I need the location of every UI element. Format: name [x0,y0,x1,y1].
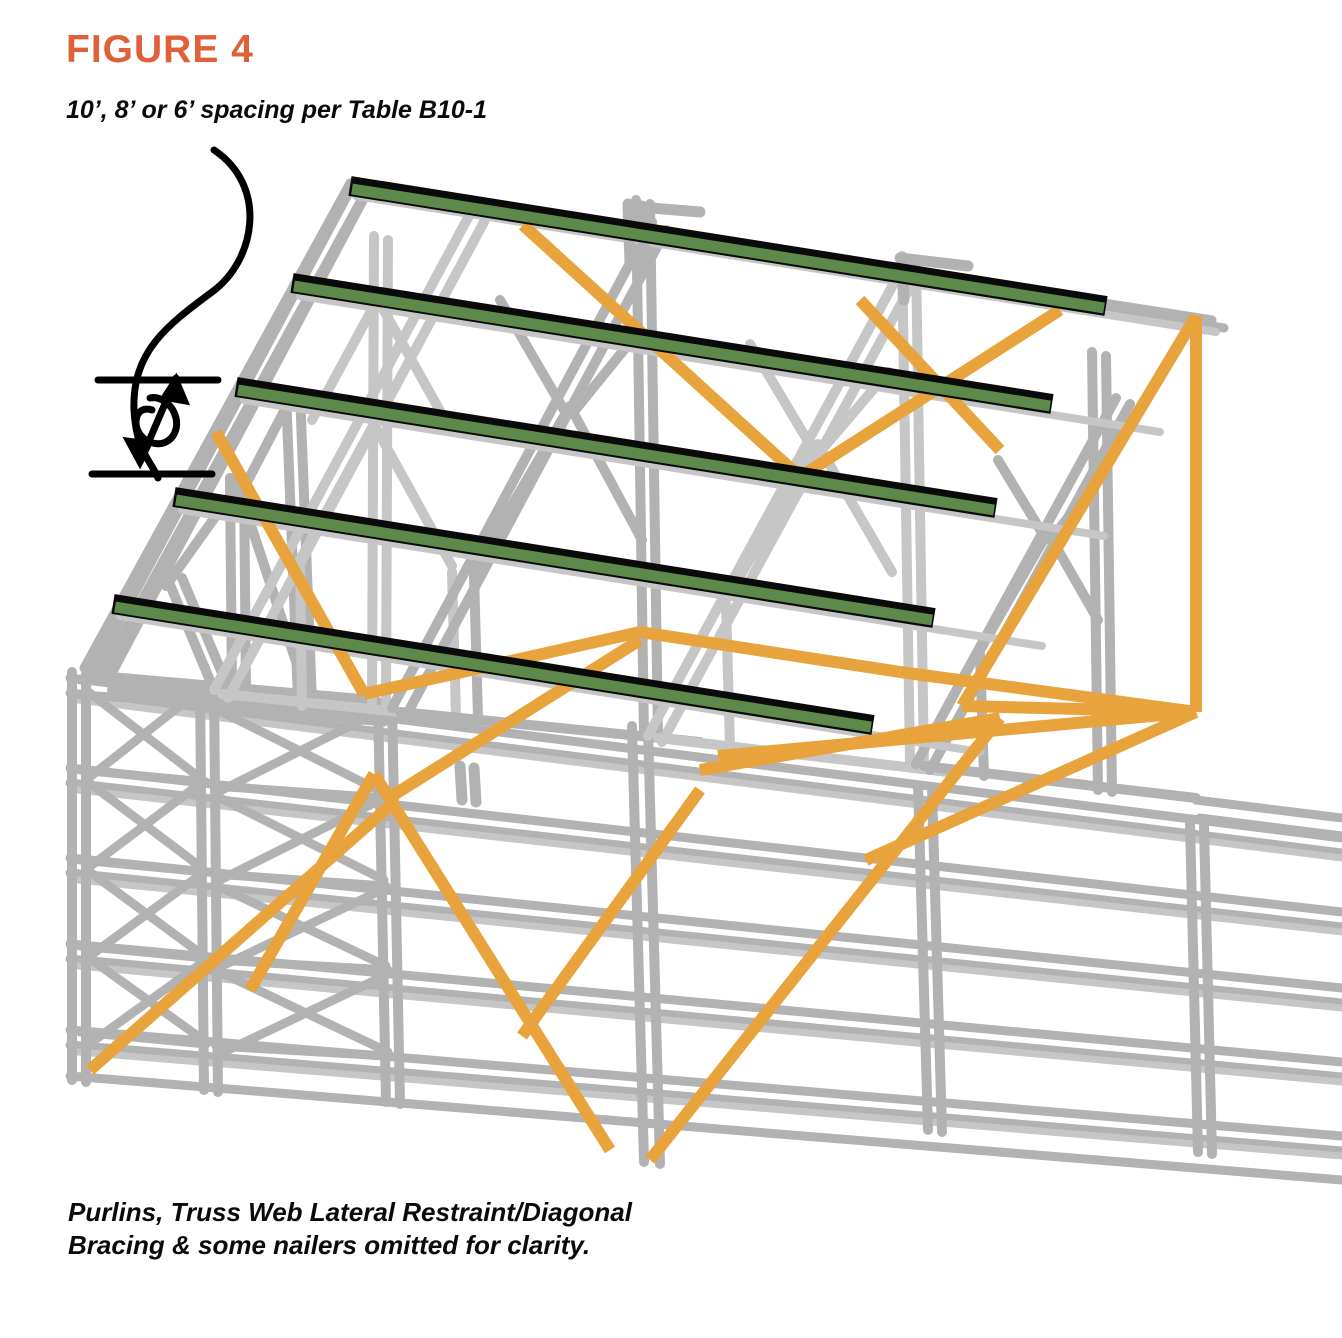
caption-line-2: Bracing & some nailers omitted for clari… [68,1230,591,1261]
endwall-gable-framing [75,675,211,1049]
purlins-group [111,176,1108,735]
gray-frame-structure [65,178,1342,1185]
purlin-4 [172,487,936,628]
roof-brace-3 [210,429,370,697]
caption-line-1: Purlins, Truss Web Lateral Restraint/Dia… [68,1197,632,1227]
endwall-gable-framing-2 [207,685,393,1061]
roof-brace-5 [639,626,901,678]
purlin-2 [290,273,1054,414]
annotation-group [88,146,254,482]
loop-symbol [132,394,181,448]
endwall-brace-2 [956,312,1202,710]
sidewall-brace-2 [244,771,380,993]
purlin-3 [234,377,998,518]
sidewall-brace-1 [86,799,396,1075]
endwall-brace-4 [863,706,1199,866]
sidewall-brace-5 [645,714,1005,1164]
sidewall-girts-light [74,696,1342,1160]
sidewall-brace-4 [388,634,644,802]
figure-title: FIGURE 4 [66,28,254,71]
sidewall-posts [67,667,1217,1169]
purlin-5 [111,594,875,735]
sidewall-brace-3 [368,770,616,1154]
purlin-1 [348,176,1108,316]
endwall-brace-3 [961,700,1197,718]
figure-caption: Purlins, Truss Web Lateral Restraint/Dia… [68,1196,632,1263]
sidewall-brace-7 [517,786,705,1040]
spacing-dimension-arrow [88,372,222,478]
sidewall-brace-6 [698,712,1002,776]
right-girts [1191,795,1342,841]
spacing-note-label: 10’, 8’ or 6’ spacing per Table B10-1 [66,96,487,124]
